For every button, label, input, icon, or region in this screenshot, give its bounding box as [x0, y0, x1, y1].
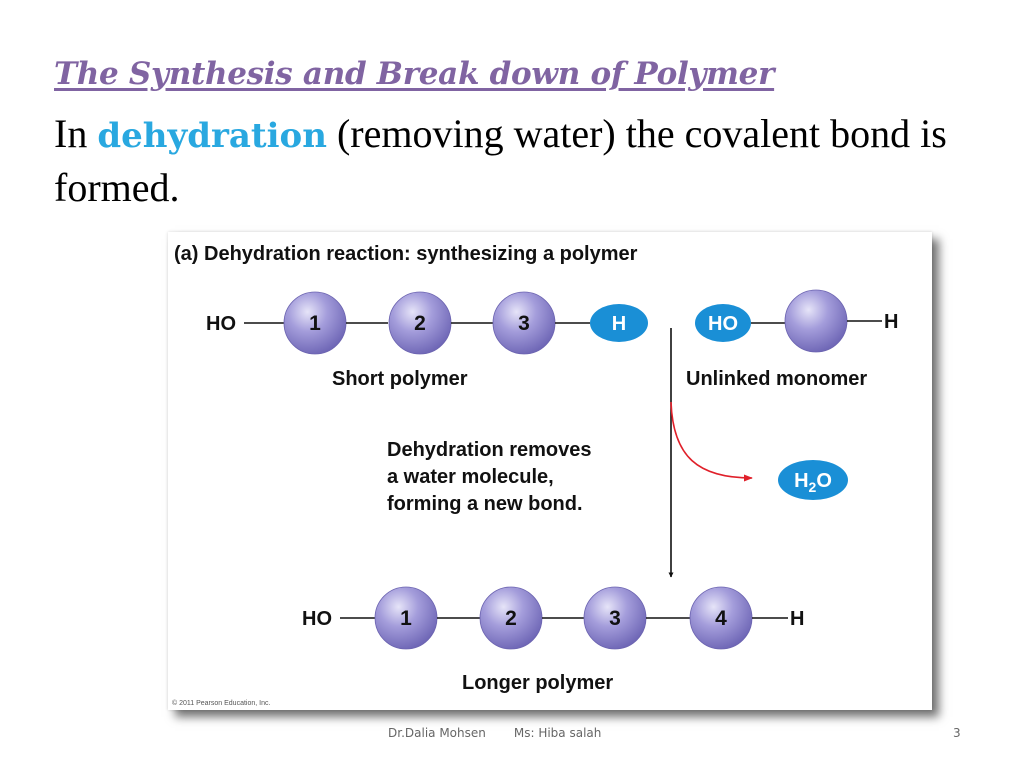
top-ho-group: HO: [206, 313, 236, 335]
polymer-label-2: 2: [505, 607, 517, 630]
polymer-label-3: 3: [609, 607, 621, 630]
figure-heading: (a) Dehydration reaction: synthesizing a…: [174, 243, 638, 265]
monomer-h-group: H: [884, 311, 898, 333]
water-release-arrow: [670, 401, 753, 482]
body-highlight-dehydration: dehydration: [97, 116, 327, 156]
body-suffix: (removing water) the covalent bond is fo…: [54, 111, 947, 210]
footer-author-2: Ms: Hiba salah: [513, 726, 602, 740]
ho-group-bubble: [695, 304, 751, 342]
h-group-label: H: [612, 313, 626, 335]
slide-footer: Dr.Dalia Mohsen Ms: Hiba salah 3: [0, 726, 1024, 746]
monomer-label-2: 2: [414, 312, 426, 335]
reaction-note-line-1: Dehydration removes: [387, 439, 592, 461]
slide-body-text: In dehydration (removing water) the cova…: [54, 108, 954, 214]
footer-author-1: Dr.Dalia Mohsen: [388, 726, 486, 740]
dehydration-figure: (a) Dehydration reaction: synthesizing a…: [168, 232, 932, 710]
water-label: H2O: [794, 470, 832, 495]
dehydration-diagram: (a) Dehydration reaction: synthesizing a…: [172, 243, 898, 707]
bottom-h-group: H: [790, 608, 804, 630]
reaction-note-line-3: forming a new bond.: [387, 493, 583, 515]
reaction-note-line-2: a water molecule,: [387, 466, 554, 488]
polymer-label-4: 4: [715, 607, 727, 630]
bottom-ho-group: HO: [302, 608, 332, 630]
unlinked-monomer-sphere: [784, 289, 848, 353]
footer-authors: Dr.Dalia Mohsen Ms: Hiba salah: [388, 726, 601, 740]
short-polymer-label: Short polymer: [332, 368, 468, 390]
longer-polymer-label: Longer polymer: [462, 672, 613, 694]
copyright-note: © 2011 Pearson Education, Inc.: [172, 699, 270, 707]
h-group-bubble: [590, 304, 648, 342]
ho-group-label: HO: [708, 313, 738, 335]
monomer-label-3: 3: [518, 312, 530, 335]
unlinked-monomer-label: Unlinked monomer: [686, 368, 867, 390]
slide-title: The Synthesis and Break down of Polymer: [54, 56, 775, 92]
page-number: 3: [953, 726, 961, 740]
body-prefix: In: [54, 111, 98, 156]
monomer-label-1: 1: [309, 312, 321, 335]
polymer-label-1: 1: [400, 607, 412, 630]
water-bubble: [778, 460, 848, 500]
